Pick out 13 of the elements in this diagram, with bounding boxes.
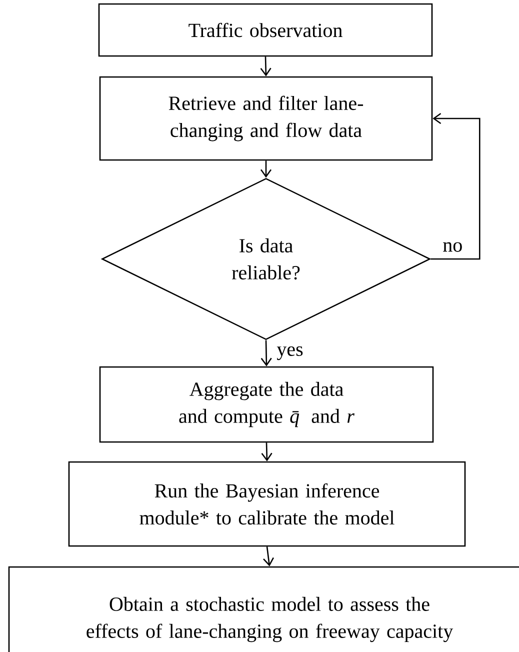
edge-label: yes (276, 345, 304, 362)
process-box: Aggregate the data and compute q̄ and r (99, 366, 434, 443)
arrow (430, 112, 480, 260)
arrow (260, 340, 272, 366)
arrow (260, 56, 272, 76)
arrow (261, 442, 272, 462)
process-box: Run the Bayesian inference module* to calibrate the model (68, 461, 466, 547)
arrow (263, 546, 274, 566)
process-box: Retrieve and filter lane-changing and flow data (99, 76, 433, 161)
edge-label: no (442, 241, 464, 253)
arrow (260, 160, 272, 178)
process-box: Obtain a stochastic model to assess the effects of lane-changing on freeway capacity (8, 566, 519, 652)
process-box: Traffic observation (98, 3, 433, 57)
